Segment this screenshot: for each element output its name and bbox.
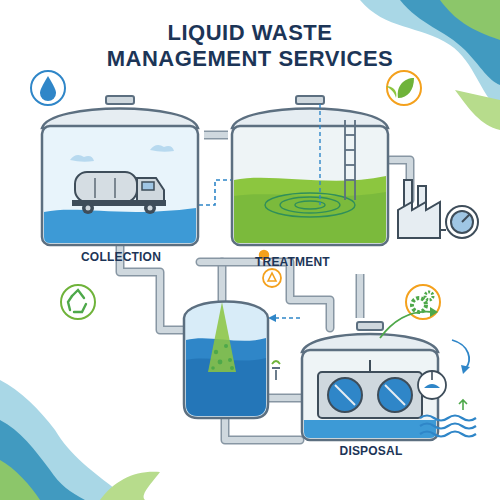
outfall-icon [418,371,446,399]
recycle-icon [61,285,95,319]
water-waves [420,400,476,437]
arrow-head [461,365,470,374]
blue-arrow [452,340,469,368]
leaf-icon [386,71,421,105]
stage-label: TREATMENT [255,255,330,269]
collection-tank [42,96,198,245]
factory-icon [398,180,478,238]
tank-node: TREATMENT [228,94,394,274]
green-arrow [380,312,432,338]
recycle-badge [263,269,281,287]
treatment-tank [232,96,388,245]
mixing-vessel [184,302,268,419]
pipe-connector [360,274,361,318]
valve-icon [272,361,280,380]
arrow-head [430,307,438,317]
tank-node: COLLECTION [38,94,204,270]
stage-label: DISPOSAL [340,444,403,458]
tank-node: DISPOSAL [298,318,444,462]
water-drop-icon [31,71,65,105]
disposal-tank [302,322,438,440]
pipe-connector [204,135,228,136]
pipe-fill [204,132,228,138]
stage-label: COLLECTION [81,250,161,264]
pipe-outline [204,131,228,140]
pipe-fill [357,274,363,318]
title: LIQUID WASTE MANAGEMENT SERVICES [100,20,400,72]
pipe-outline [356,274,365,318]
